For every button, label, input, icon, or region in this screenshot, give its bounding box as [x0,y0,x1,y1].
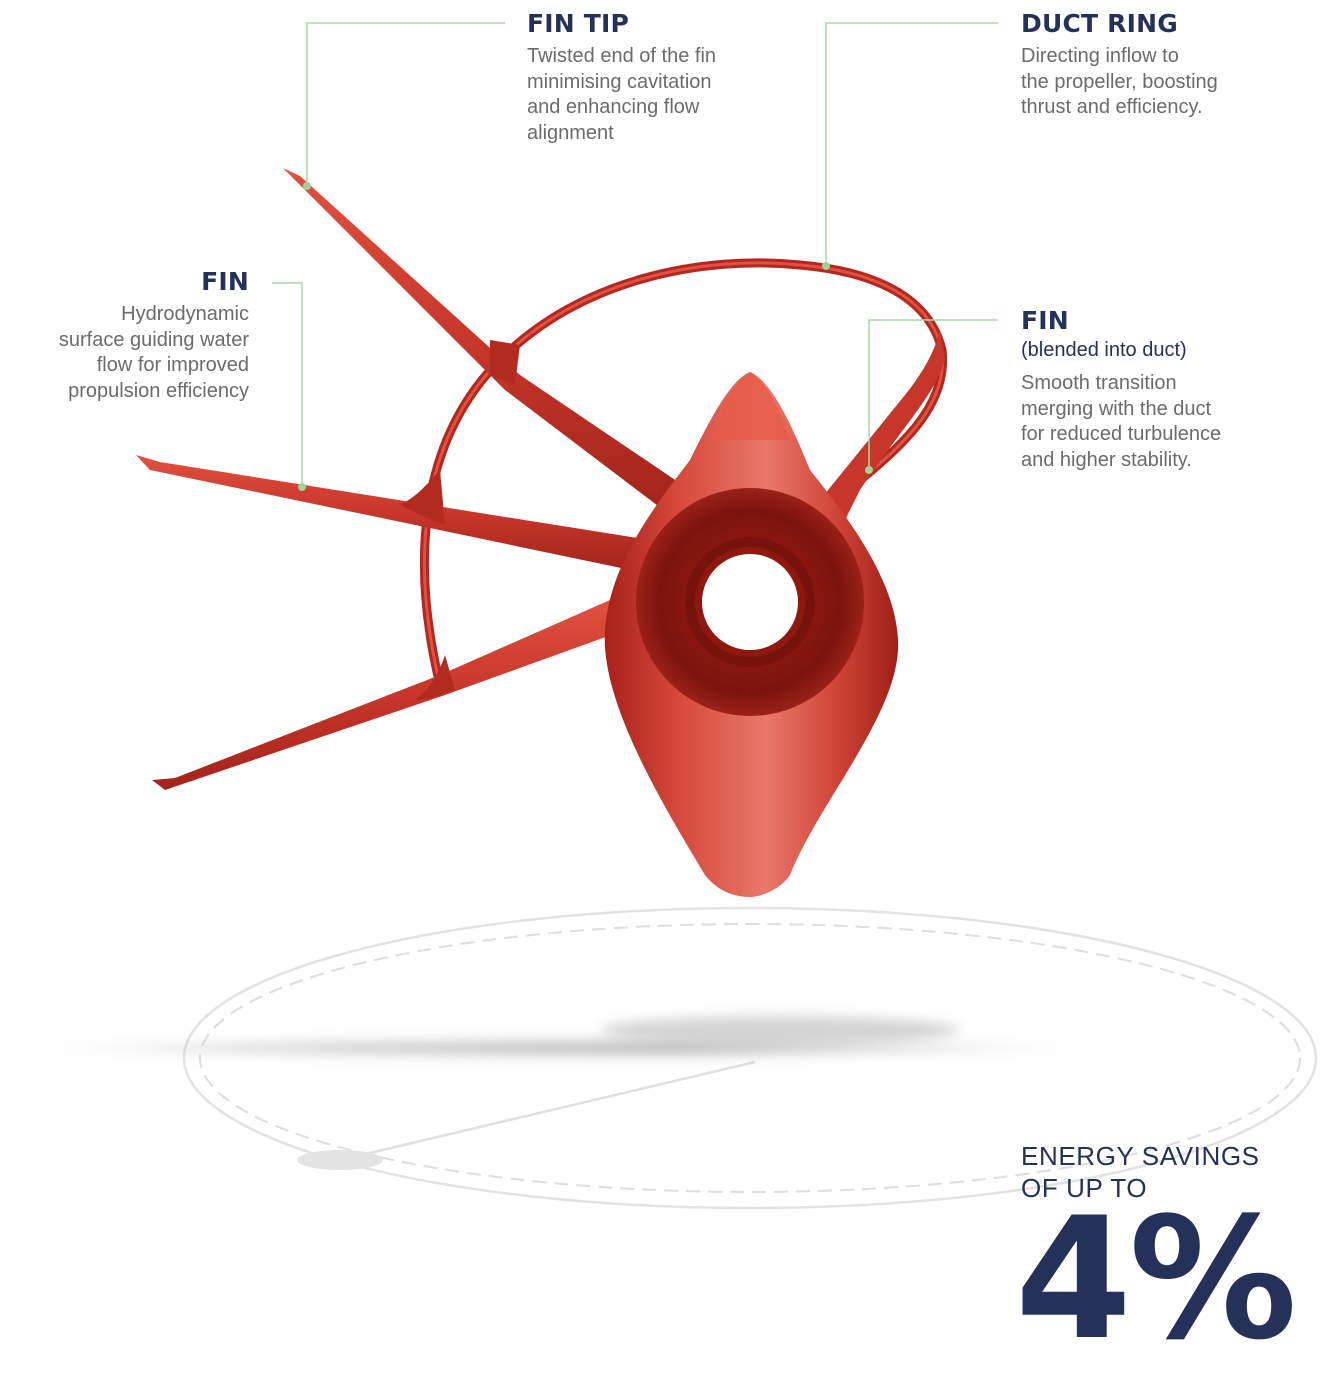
callout-title: FIN TIP [527,9,630,38]
callout-duct-ring: DUCT RING Directing inflow to the propel… [1021,10,1311,121]
callout-description: Twisted end of the fin minimising cavita… [527,45,717,144]
callout-title: FIN [201,267,249,296]
callout-title: DUCT RING [1021,9,1178,38]
device-illustration [20,22,1318,1210]
callout-description: Hydrodynamic surface guiding water flow … [58,303,249,402]
ground-plane [182,906,1318,1210]
energy-savings-value: 4% [1015,1181,1297,1377]
callout-subtitle: (blended into duct) [1021,339,1187,361]
callout-description: Directing inflow to the propeller, boost… [1021,45,1218,118]
callout-fin: FIN Hydrodynamic surface guiding water f… [0,268,249,404]
leader-dots [298,182,873,491]
callout-description: Smooth transition merging with the duct … [1021,372,1222,471]
device-shadow [20,1016,1100,1055]
leader-fin-tip [306,22,505,186]
callout-fin-blended: FIN (blended into duct) Smooth transitio… [1021,307,1311,473]
device-body [604,372,899,897]
leader-lines [272,22,998,487]
leader-fin-left [272,282,303,487]
leader-duct-ring [825,22,998,266]
callout-fin-tip: FIN TIP Twisted end of the fin minimisin… [527,10,797,146]
leader-fin-blended [868,319,998,470]
energy-savings-caption: ENERGY SAVINGS OF UP TO [1021,1141,1260,1203]
callout-title: FIN [1021,306,1069,335]
fins [136,168,945,790]
energy-savings-block: ENERGY SAVINGS OF UP TO 4% [1015,1140,1321,1363]
